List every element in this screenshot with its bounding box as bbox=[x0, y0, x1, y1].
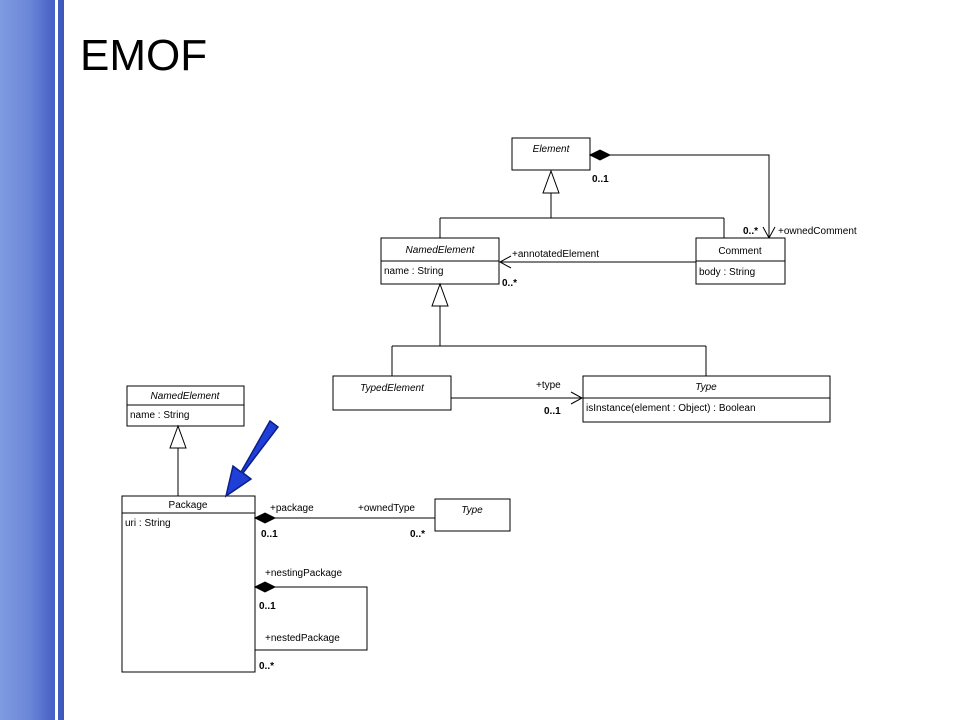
generalization-to-named-element bbox=[391, 282, 707, 376]
annotated-element-mult-label: 0..* bbox=[502, 278, 517, 289]
package-mult-label: 0..1 bbox=[261, 529, 278, 540]
class-package-name: Package bbox=[169, 500, 208, 511]
owned-type-mult-label: 0..* bbox=[410, 529, 425, 540]
generalization-package bbox=[169, 424, 187, 496]
nested-package-mult-label: 0..* bbox=[259, 661, 274, 672]
class-named-element: NamedElement name : String bbox=[380, 237, 500, 285]
association-nested-package: +nestingPackage 0..1 +nestedPackage 0..* bbox=[253, 568, 368, 672]
class-comment-attribute: body : String bbox=[699, 267, 755, 278]
class-type-lower-name: Type bbox=[461, 505, 483, 516]
owned-type-role-label: +ownedType bbox=[358, 503, 415, 514]
class-typed-element: TypedElement bbox=[332, 375, 452, 411]
nesting-package-role-label: +nestingPackage bbox=[265, 568, 342, 579]
association-owned-type: +package +ownedType 0..1 0..* bbox=[253, 503, 435, 540]
class-element-name: Element bbox=[533, 144, 571, 155]
sidebar-decoration bbox=[0, 0, 64, 720]
class-package-attribute: uri : String bbox=[125, 518, 171, 529]
sidebar-stripe bbox=[55, 0, 58, 720]
class-typed-element-name: TypedElement bbox=[360, 383, 425, 394]
type-role-label: +type bbox=[536, 380, 561, 391]
type-mult-label: 0..1 bbox=[544, 406, 561, 417]
class-type-upper-name: Type bbox=[695, 382, 717, 393]
nesting-package-mult-label: 0..1 bbox=[259, 601, 276, 612]
class-named-element-lower: NamedElement name : String bbox=[126, 385, 245, 427]
class-type-upper: Type isInstance(element : Object) : Bool… bbox=[582, 375, 831, 423]
class-named-element-lower-attribute: name : String bbox=[130, 410, 189, 421]
association-annotated-element: +annotatedElement 0..* bbox=[498, 249, 696, 289]
slide-title: EMOF bbox=[80, 31, 208, 80]
class-comment: Comment body : String bbox=[695, 237, 786, 285]
highlight-arrow-icon bbox=[224, 419, 280, 498]
package-role-label: +package bbox=[270, 503, 314, 514]
class-named-element-lower-name: NamedElement bbox=[151, 391, 221, 402]
class-type-lower: Type bbox=[434, 498, 511, 532]
association-type: +type 0..1 bbox=[451, 380, 584, 417]
class-comment-name: Comment bbox=[718, 246, 762, 257]
class-type-upper-operation: isInstance(element : Object) : Boolean bbox=[586, 403, 756, 414]
nested-package-role-label: +nestedPackage bbox=[265, 633, 340, 644]
annotated-element-role-label: +annotatedElement bbox=[512, 249, 599, 260]
association-owned-comment: 0..1 0..* +ownedComment bbox=[588, 149, 857, 240]
owned-comment-role-label: +ownedComment bbox=[778, 226, 857, 237]
generalization-to-element bbox=[439, 169, 725, 238]
owned-comment-mult-label: 0..* bbox=[743, 226, 758, 237]
class-named-element-name: NamedElement bbox=[406, 245, 476, 256]
class-element: Element bbox=[511, 137, 591, 171]
class-package: Package uri : String bbox=[121, 495, 256, 673]
class-named-element-attribute: name : String bbox=[384, 266, 443, 277]
element-mult-label: 0..1 bbox=[592, 174, 609, 185]
